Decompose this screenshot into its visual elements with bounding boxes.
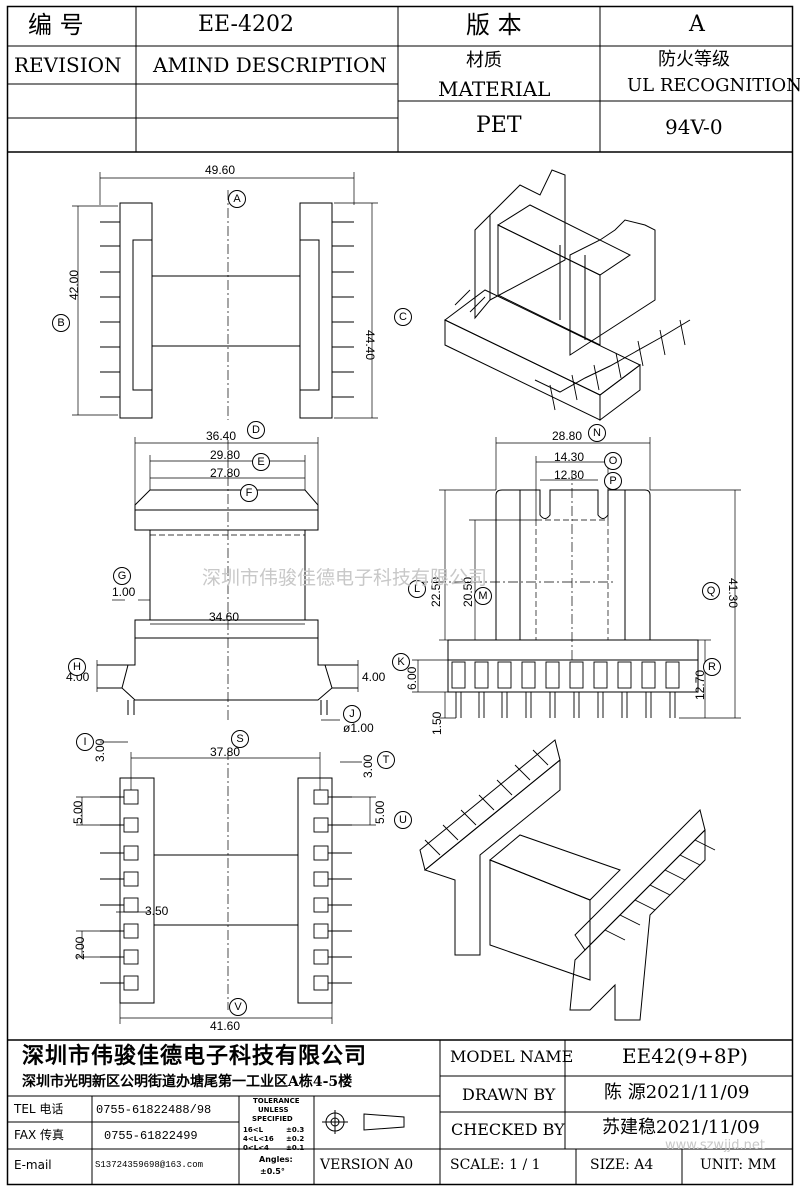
dim-f: 27.80 (210, 466, 241, 480)
dim-e: 29.80 (210, 448, 241, 462)
fire-label-cn: 防火等级 (658, 49, 730, 70)
callout-b: B (52, 314, 70, 332)
fax-label: FAX 传真 (14, 1128, 65, 1142)
callout-t: T (377, 751, 395, 769)
tol-range-2: 4<L<16 (243, 1135, 274, 1143)
view-bottom (76, 750, 376, 1024)
tol-range-3: 0<L<4 (243, 1144, 269, 1152)
revision-label: REVISION (14, 53, 122, 77)
dim-u2: 5.00 (373, 800, 387, 824)
dim-pin: 2.00 (73, 936, 87, 960)
angles-label: Angles: (259, 1155, 293, 1164)
callout-n: N (588, 424, 606, 442)
callout-q: Q (702, 582, 720, 600)
dim-i: 3.00 (93, 738, 107, 762)
callout-j: J (343, 705, 361, 723)
dim-j: ø1.00 (343, 721, 374, 735)
dim-v: 41.60 (210, 1019, 241, 1033)
dim-g: 1.00 (112, 585, 136, 599)
callout-d: D (247, 421, 265, 439)
callout-f: F (240, 484, 258, 502)
website-watermark: www.szwjjd.net (665, 1138, 766, 1153)
drawn-label: DRAWN BY (462, 1085, 556, 1104)
watermark: 深圳市伟骏佳德电子科技有限公司 (202, 567, 488, 589)
dim-s: 37.80 (210, 745, 241, 759)
iso-view-top (444, 169, 691, 421)
dim-n: 28.80 (552, 429, 583, 443)
fax-value: 0755-61822499 (104, 1129, 198, 1143)
checked-value: 苏建稳2021/11/09 (602, 1117, 760, 1138)
tol-range-1: 16<L (243, 1126, 264, 1134)
company-address: 深圳市光明新区公明街道办塘尾第一工业区A栋4-5楼 (22, 1074, 353, 1090)
angles-value: ±0.5° (260, 1167, 285, 1176)
callout-s: S (231, 730, 249, 748)
dim-q: 41.30 (726, 578, 740, 609)
tol-val-1: ±0.3 (286, 1126, 305, 1134)
dim-b: 42.00 (67, 269, 81, 300)
tol-val-3: ±0.1 (286, 1144, 305, 1152)
tolerance-specified: SPECIFIED (252, 1115, 293, 1123)
callout-e: E (252, 453, 270, 471)
dim-p: 12.30 (554, 468, 585, 482)
fire-label-en: UL RECOGNITION (627, 75, 800, 96)
tel-value: 0755-61822488/98 (96, 1103, 212, 1117)
callout-p: P (604, 472, 622, 490)
iso-view-bottom (419, 739, 716, 1021)
version-a0: VERSION A0 (320, 1157, 414, 1173)
dim-k: 6.00 (405, 666, 419, 690)
dim-k2: 1.50 (430, 711, 444, 735)
size: SIZE: A4 (590, 1157, 654, 1173)
tolerance-unless: UNLESS (258, 1106, 289, 1114)
callout-m: M (474, 587, 492, 605)
material-value: PET (476, 113, 522, 138)
dim-pitch: 3.50 (145, 904, 169, 918)
version-value: A (689, 12, 705, 37)
number-value: EE-4202 (198, 12, 294, 37)
dim-d: 36.40 (206, 429, 237, 443)
version-label: 版 本 (466, 11, 522, 39)
callout-o: O (604, 452, 622, 470)
checked-label: CHECKED BY (451, 1120, 565, 1139)
dim-c: 44.40 (363, 330, 377, 361)
email-value: S13724359698@163.com (95, 1160, 204, 1170)
callout-i: I (76, 733, 94, 751)
callout-c: C (394, 308, 412, 326)
callout-l: L (408, 580, 426, 598)
dim-t: 3.00 (361, 754, 375, 778)
dim-u: 5.00 (71, 800, 85, 824)
callout-h: H (68, 658, 86, 676)
tolerance-title: TOLERANCE (253, 1097, 300, 1105)
model-value: EE42(9+8P) (622, 1044, 748, 1068)
dim-mid: 34.60 (209, 610, 240, 624)
unit: UNIT: MM (700, 1157, 777, 1173)
tol-val-2: ±0.2 (286, 1135, 305, 1143)
callout-g: G (113, 567, 131, 585)
callout-v: V (229, 998, 247, 1016)
number-label: 编 号 (28, 11, 84, 39)
view-top (72, 172, 378, 420)
callout-u: U (394, 811, 412, 829)
description-label: AMIND DESCRIPTION (153, 53, 387, 77)
callout-k: K (392, 653, 410, 671)
model-label: MODEL NAME (450, 1047, 574, 1066)
material-label-cn: 材质 (466, 50, 502, 71)
view-front (96, 437, 359, 743)
drawn-value: 陈 源2021/11/09 (604, 1082, 750, 1103)
tel-label: TEL 电话 (14, 1102, 64, 1116)
dim-a: 49.60 (205, 163, 236, 177)
dim-h2: 4.00 (362, 670, 386, 684)
company-name: 深圳市伟骏佳德电子科技有限公司 (22, 1043, 368, 1069)
fire-value: 94V-0 (665, 115, 723, 139)
dim-o: 14.30 (554, 450, 585, 464)
email-label: E-mail (14, 1158, 52, 1172)
dim-r: 12.70 (693, 669, 707, 700)
material-label-en: MATERIAL (438, 77, 551, 101)
scale: SCALE: 1 / 1 (450, 1157, 541, 1173)
callout-a: A (228, 190, 246, 208)
callout-r: R (703, 658, 721, 676)
